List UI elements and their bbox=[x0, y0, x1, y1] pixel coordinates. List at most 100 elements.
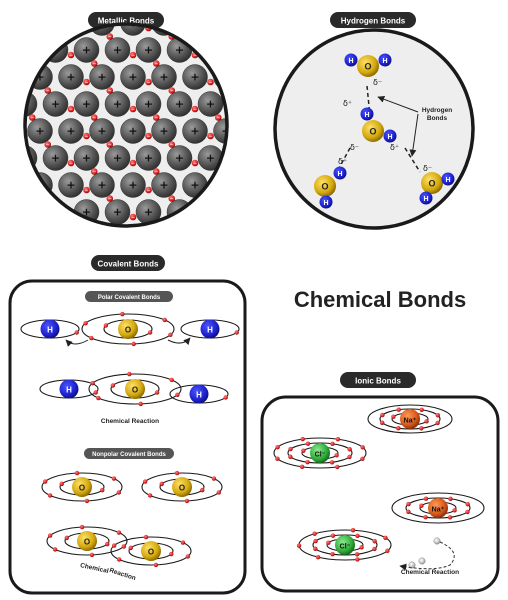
oxygen-with-orbits: O bbox=[88, 371, 182, 407]
svg-text:+: + bbox=[190, 125, 199, 138]
free-electron: − bbox=[230, 195, 237, 202]
reaction-label: Chemical Reaction bbox=[401, 569, 459, 576]
electron bbox=[452, 508, 457, 513]
metallic-bonds-label: Metallic Bonds bbox=[98, 17, 155, 26]
free-electron: − bbox=[214, 222, 222, 226]
metal-cation: + bbox=[260, 200, 285, 225]
svg-text:+: + bbox=[159, 125, 168, 138]
hydrogen-symbol: H bbox=[66, 385, 72, 394]
svg-text:+: + bbox=[206, 44, 215, 57]
electron bbox=[131, 341, 136, 347]
svg-text:+: + bbox=[51, 206, 60, 219]
metal-cation: + bbox=[0, 11, 22, 36]
free-electron: − bbox=[67, 159, 75, 167]
svg-text:−: − bbox=[232, 88, 236, 94]
electron bbox=[52, 547, 58, 552]
metal-cation: + bbox=[42, 91, 69, 117]
chlorine-atom bbox=[310, 443, 330, 463]
metal-cation: + bbox=[27, 118, 53, 144]
svg-text:−: − bbox=[131, 161, 135, 167]
oxygen-symbol: O bbox=[148, 548, 154, 557]
svg-text:−: − bbox=[278, 61, 282, 67]
water-molecule: O H H bbox=[344, 53, 392, 77]
svg-text:+: + bbox=[128, 125, 137, 138]
electron bbox=[42, 479, 48, 484]
metal-cation: + bbox=[28, 227, 53, 252]
svg-text:−: − bbox=[232, 250, 236, 256]
metal-cation: + bbox=[229, 200, 254, 225]
svg-text:+: + bbox=[35, 125, 44, 138]
svg-text:−: − bbox=[146, 80, 150, 86]
svg-text:+: + bbox=[144, 206, 153, 219]
reaction-label: Chemical Reaction bbox=[101, 418, 159, 425]
oxygen-atom bbox=[314, 175, 336, 197]
electron bbox=[47, 533, 53, 538]
electron bbox=[110, 383, 116, 388]
metal-cation: + bbox=[260, 38, 285, 63]
svg-text:−: − bbox=[208, 242, 212, 248]
free-electron: − bbox=[207, 24, 214, 32]
svg-text:−: − bbox=[170, 142, 174, 148]
partial-charge-label: δ⁺ bbox=[343, 99, 352, 108]
svg-text:−: − bbox=[46, 196, 50, 202]
svg-text:+: + bbox=[4, 71, 13, 84]
svg-text:+: + bbox=[20, 44, 29, 57]
free-electron: − bbox=[129, 159, 137, 167]
svg-text:−: − bbox=[108, 196, 112, 202]
svg-text:−: − bbox=[146, 134, 150, 140]
hydrogen-atom bbox=[40, 319, 60, 339]
hydrogen-atom bbox=[383, 129, 397, 143]
covalent-bonds-label: Covalent Bonds bbox=[98, 260, 159, 269]
chloride-ion: Cl⁻ bbox=[273, 436, 367, 470]
svg-text:−: − bbox=[232, 34, 236, 40]
electron bbox=[120, 311, 125, 317]
electron bbox=[350, 528, 356, 533]
svg-text:−: − bbox=[193, 215, 197, 221]
svg-text:+: + bbox=[144, 152, 153, 165]
svg-text:−: − bbox=[30, 223, 34, 229]
electron bbox=[300, 436, 305, 442]
free-electron: − bbox=[83, 78, 90, 86]
partial-charge-label: δ⁺ bbox=[338, 157, 347, 166]
electron bbox=[419, 503, 424, 508]
metal-lattice: ++++++++++++++++++++++++++++++++++++++++… bbox=[0, 11, 285, 256]
hydrogen-atom bbox=[419, 191, 433, 205]
free-electron: − bbox=[25, 78, 28, 86]
metal-cation: + bbox=[89, 172, 115, 198]
svg-text:−: − bbox=[208, 80, 212, 86]
chlorine-symbol: Cl⁻ bbox=[340, 544, 351, 551]
metal-cation: + bbox=[197, 91, 224, 117]
electron bbox=[174, 470, 180, 476]
svg-text:+: + bbox=[97, 125, 106, 138]
svg-text:−: − bbox=[216, 61, 220, 67]
svg-text:+: + bbox=[190, 179, 199, 192]
electron bbox=[96, 395, 101, 401]
oxygen-atom bbox=[77, 531, 97, 551]
electron bbox=[313, 538, 318, 544]
svg-text:−: − bbox=[84, 80, 88, 86]
free-electron: − bbox=[254, 160, 261, 167]
metal-cation: + bbox=[104, 91, 131, 117]
svg-text:+: + bbox=[82, 98, 91, 111]
covalent-bonds-box bbox=[8, 279, 247, 595]
electron bbox=[305, 441, 311, 446]
sodium-symbol: Na⁺ bbox=[404, 418, 417, 425]
partial-charge-label: δ⁻ bbox=[373, 78, 382, 87]
electron bbox=[89, 335, 94, 341]
main-title: Chemical Bonds bbox=[293, 287, 467, 312]
free-electron: − bbox=[145, 78, 152, 86]
hydrogen-atom bbox=[360, 107, 374, 121]
svg-text:+: + bbox=[128, 233, 137, 246]
svg-text:−: − bbox=[108, 142, 112, 148]
electron bbox=[406, 509, 411, 514]
svg-text:−: − bbox=[108, 34, 112, 40]
electron bbox=[360, 456, 365, 462]
svg-text:−: − bbox=[30, 61, 34, 67]
metal-cation: + bbox=[20, 37, 38, 63]
oxygen-symbol: O bbox=[79, 484, 85, 493]
svg-text:−: − bbox=[170, 196, 174, 202]
svg-text:−: − bbox=[30, 115, 34, 121]
oxygen-with-orbits: O bbox=[46, 524, 128, 558]
electron bbox=[448, 496, 453, 501]
